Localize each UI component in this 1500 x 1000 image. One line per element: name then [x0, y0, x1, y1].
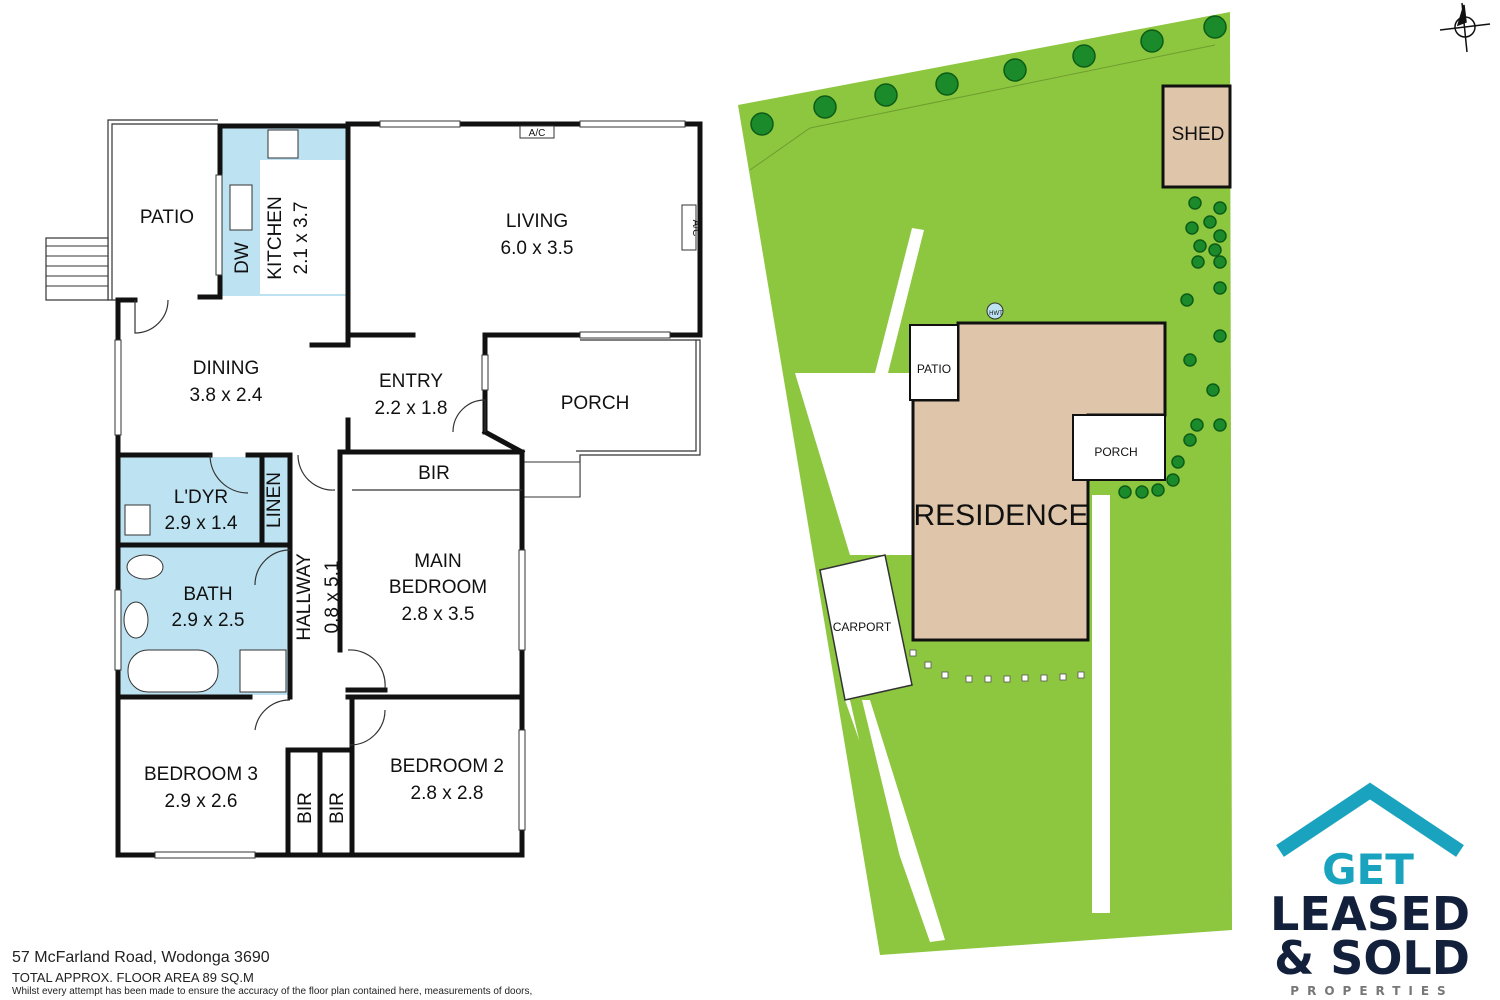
site-label-porch: PORCH	[1094, 445, 1137, 459]
svg-text:& SOLD: & SOLD	[1274, 931, 1470, 985]
room-label-bir: BIR	[418, 463, 450, 484]
logo-tagline: PROPERTIES	[1290, 984, 1453, 998]
site-plan: SHED HWT PATIO PORCH RESIDENCE CARPORT	[738, 12, 1232, 955]
room-label-kitchen: KITCHEN	[265, 196, 286, 279]
carport	[819, 554, 913, 701]
room-dim-laundry: 2.9 x 1.4	[165, 513, 238, 534]
room-label-porch: PORCH	[561, 393, 630, 414]
ac-label: A/C	[529, 128, 546, 139]
room-dim-entry: 2.2 x 1.8	[375, 398, 448, 419]
site-label-residence: RESIDENCE	[913, 499, 1088, 532]
property-address: 57 McFarland Road, Wodonga 3690	[12, 949, 270, 966]
room-label-dining: DINING	[193, 358, 260, 379]
room-label-living: LIVING	[506, 211, 568, 232]
north-compass-icon	[1439, 2, 1491, 53]
room-label-main-bedroom: BEDROOM	[389, 577, 487, 598]
room-dim-bath: 2.9 x 2.5	[172, 610, 245, 631]
room-label-main-bedroom: MAIN	[414, 551, 462, 572]
room-label-bath: BATH	[183, 584, 232, 605]
room-dim-kitchen: 2.1 x 3.7	[291, 202, 312, 275]
room-dim-bedroom2: 2.8 x 2.8	[411, 783, 484, 804]
room-label-entry: ENTRY	[379, 371, 443, 392]
shed	[1161, 84, 1232, 189]
room-label-bir: BIR	[295, 792, 316, 824]
room-dim-main-bedroom: 2.8 x 3.5	[402, 604, 475, 625]
room-label-laundry: L'DYR	[174, 487, 228, 508]
floor-area: TOTAL APPROX. FLOOR AREA 89 SQ.M	[12, 970, 254, 985]
room-label-hallway: HALLWAY	[294, 553, 315, 641]
dishwasher-label: DW	[232, 242, 253, 274]
room-dim-dining: 3.8 x 2.4	[190, 385, 263, 406]
site-label-carport: CARPORT	[833, 620, 892, 634]
site-label-patio: PATIO	[917, 362, 951, 376]
svg-text:GET: GET	[1322, 845, 1414, 894]
room-label-bedroom2: BEDROOM 2	[390, 756, 504, 777]
svg-text:LEASED: LEASED	[1270, 887, 1470, 941]
room-label-linen: LINEN	[264, 472, 285, 528]
room-dim-bedroom3: 2.9 x 2.6	[165, 791, 238, 812]
company-logo: GET LEASED & SOLD PROPERTIES	[1270, 782, 1470, 998]
room-label-patio: PATIO	[140, 207, 194, 228]
trees	[750, 15, 1227, 499]
room-dim-living: 6.0 x 3.5	[501, 238, 574, 259]
ac-label: A/C	[690, 220, 701, 237]
room-dim-hallway: 0.8 x 5.1	[322, 561, 343, 634]
site-label-hwt: HWT	[989, 311, 1003, 317]
room-label-bedroom3: BEDROOM 3	[144, 764, 258, 785]
disclaimer: Whilst every attempt has been made to en…	[12, 986, 533, 997]
site-label-shed: SHED	[1172, 124, 1225, 145]
room-label-bir: BIR	[327, 792, 348, 824]
